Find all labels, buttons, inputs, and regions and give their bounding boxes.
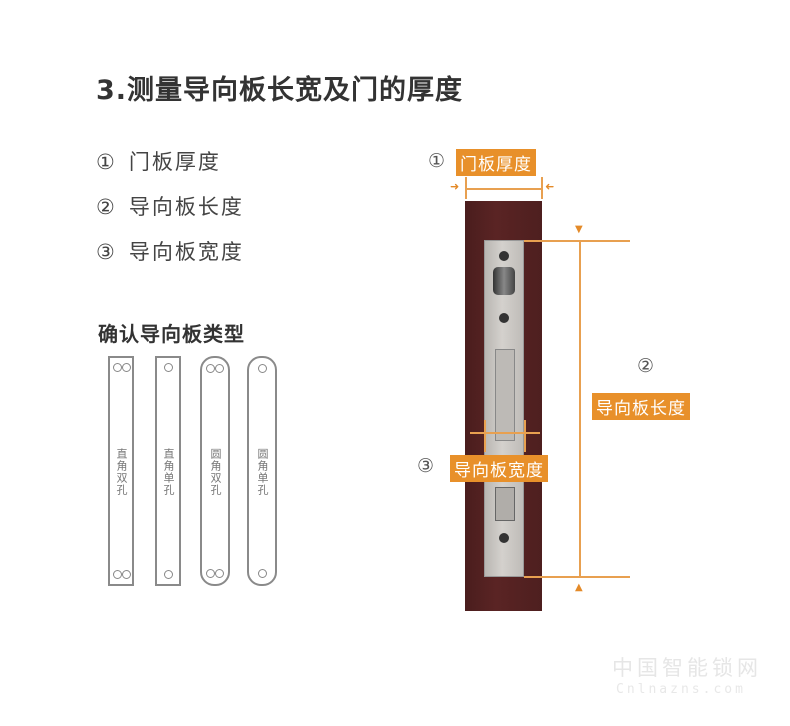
section-title-plate-types: 确认导向板类型: [98, 322, 245, 346]
plate-square-single-hole: 直角单孔: [155, 356, 181, 586]
legend-item-plate-width: ③ 导向板宽度: [96, 236, 244, 266]
dimension-tick: [524, 240, 630, 242]
plate-label: 直角单孔: [162, 448, 175, 496]
lock-faceplate: [484, 240, 524, 577]
plate-length-line: [579, 240, 581, 577]
hole-icon: [164, 363, 173, 372]
circled-number-3: ③: [96, 240, 117, 264]
screw-icon: [499, 251, 509, 261]
legend-label: 导向板宽度: [128, 240, 244, 264]
door-thickness-line: [465, 188, 542, 190]
page-title: 3.测量导向板长宽及门的厚度: [96, 75, 464, 106]
legend-label: 导向板长度: [128, 195, 244, 219]
circled-number-1: ①: [428, 150, 446, 172]
plate-square-double-hole: 直角双孔: [108, 356, 134, 586]
hole-icon: [206, 569, 215, 578]
hole-icon: [258, 364, 267, 373]
plate-round-double-hole: 圆角双孔: [200, 356, 230, 586]
plate-label: 圆角双孔: [209, 448, 222, 496]
arrow-right-icon: ➜: [450, 180, 460, 193]
plate-label: 圆角单孔: [256, 448, 269, 496]
dimension-tick: [484, 420, 486, 452]
arrow-left-icon: ➜: [545, 180, 555, 193]
hole-icon: [258, 569, 267, 578]
latch-bolt: [493, 267, 515, 295]
hole-icon: [215, 569, 224, 578]
hole-icon: [215, 364, 224, 373]
screw-icon: [499, 313, 509, 323]
watermark-url: Cnlnazns.com: [616, 682, 746, 697]
legend-item-plate-length: ② 导向板长度: [96, 191, 244, 221]
hole-icon: [122, 363, 131, 372]
legend-item-door-thickness: ① 门板厚度: [96, 146, 221, 176]
arrow-up-icon: ▲: [575, 582, 583, 593]
screw-icon: [499, 533, 509, 543]
dimension-tick: [524, 420, 526, 452]
arrow-down-icon: ▼: [575, 224, 583, 235]
hole-icon: [122, 570, 131, 579]
hole-icon: [113, 570, 122, 579]
hole-icon: [164, 570, 173, 579]
plate-width-tag: 导向板宽度: [450, 455, 548, 482]
circled-number-3: ③: [417, 455, 435, 477]
hole-icon: [206, 364, 215, 373]
hole-icon: [113, 363, 122, 372]
circled-number-2: ②: [96, 195, 117, 219]
dimension-tick: [524, 576, 630, 578]
latch-slot: [495, 487, 515, 521]
plate-label: 直角双孔: [115, 448, 128, 496]
legend-label: 门板厚度: [128, 150, 221, 174]
door-thickness-tag: 门板厚度: [456, 149, 536, 176]
plate-round-single-hole: 圆角单孔: [247, 356, 277, 586]
circled-number-1: ①: [96, 150, 117, 174]
plate-width-line: [470, 432, 540, 434]
watermark-text: 中国智能锁网: [612, 656, 762, 680]
deadbolt-slot: [495, 349, 515, 441]
plate-length-tag: 导向板长度: [592, 393, 690, 420]
circled-number-2: ②: [637, 355, 655, 377]
